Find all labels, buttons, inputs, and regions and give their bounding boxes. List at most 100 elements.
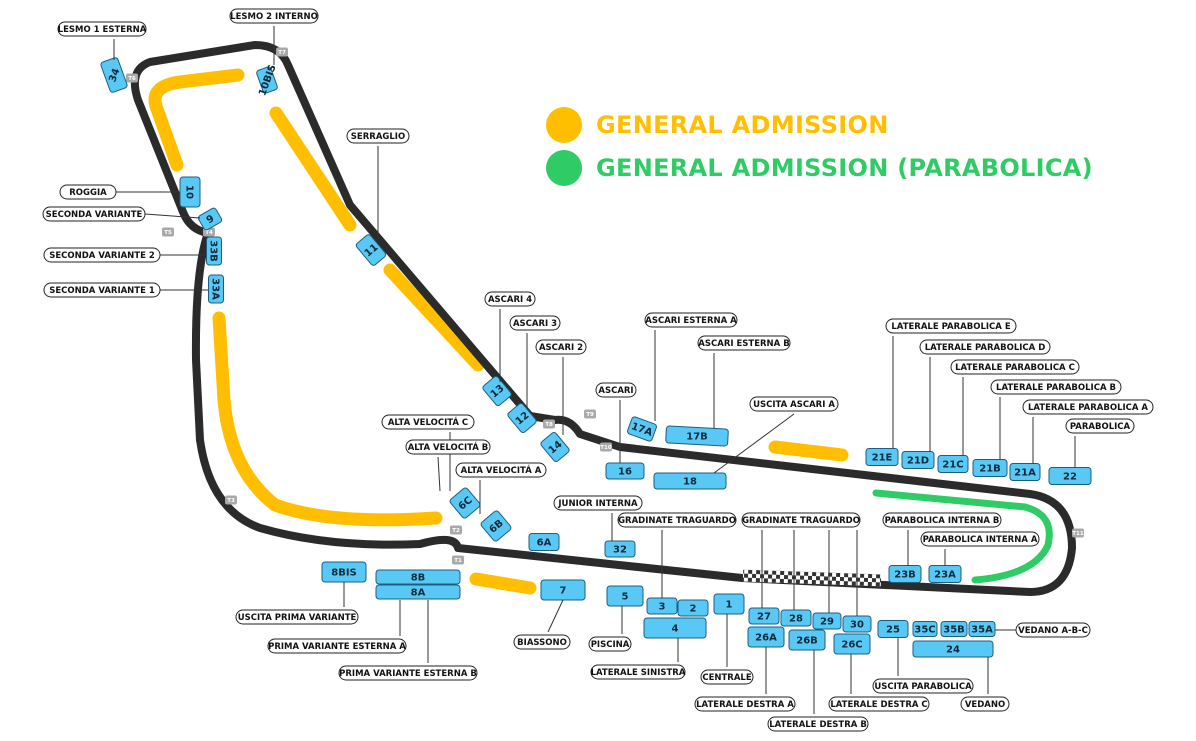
stand-35c-block[interactable] [912,621,938,637]
stand-21a-block[interactable] [1009,463,1041,481]
stand-8b-number: 8B [411,573,426,584]
stand-16-block[interactable] [605,462,645,480]
stand-32-block[interactable] [604,540,636,558]
stand-10bis[interactable]: 10BIS [256,63,279,97]
stand-6c-block[interactable] [449,487,481,520]
stand-28-number: 28 [789,614,803,625]
turn-marker-t6: T6 [126,73,138,83]
stand-27[interactable]: 27 [748,607,780,625]
stand-6c[interactable]: 6C [449,487,481,520]
stand-9-block[interactable] [197,207,223,231]
stand-17a[interactable]: 17A [627,416,658,442]
stand-21d-block[interactable] [901,451,935,469]
stand-18-block[interactable] [653,472,727,490]
stand-18[interactable]: 18 [653,472,727,490]
stand-33b-block[interactable] [206,236,222,266]
stand-4-block[interactable] [643,617,707,639]
stand-2-block[interactable] [677,599,709,617]
label-alta-velocit-b: ALTA VELOCITÁ B [405,439,491,492]
stand-23b[interactable]: 23B [888,565,922,583]
stand-32[interactable]: 32 [604,540,636,558]
stand-29[interactable]: 29 [812,612,842,630]
stand-12[interactable]: 12 [507,402,538,433]
stand-23a[interactable]: 23A [928,565,962,583]
stand-10bis-block[interactable] [256,66,278,94]
stand-4-number: 4 [672,624,679,635]
stand-35a-number: 35A [971,625,993,636]
stand-30[interactable]: 30 [842,615,872,633]
stand-6b[interactable]: 6B [480,510,512,543]
stand-7[interactable]: 7 [540,579,586,601]
stand-28-block[interactable] [780,609,812,627]
stand-21b-block[interactable] [972,459,1008,477]
stand-21c-block[interactable] [937,455,969,473]
stand-5[interactable]: 5 [606,585,644,607]
stand-27-block[interactable] [748,607,780,625]
stand-26c[interactable]: 26C [833,633,871,655]
stand-21b[interactable]: 21B [972,459,1008,477]
stand-14-block[interactable] [540,431,571,462]
label-text: LATERALE DESTRA B [769,720,867,730]
stand-21e-block[interactable] [865,448,899,466]
stand-12-block[interactable] [507,402,538,433]
stand-33a[interactable]: 33A [208,274,224,304]
stand-23b-block[interactable] [888,565,922,583]
stand-21c[interactable]: 21C [937,455,969,473]
label-junior-interna: JUNIOR INTERNA [553,495,643,541]
svg-text:T1: T1 [454,558,462,564]
stand-26b[interactable]: 26B [788,629,826,651]
stand-13[interactable]: 13 [482,375,513,406]
stand-11[interactable]: 11 [355,233,387,266]
stand-35a-block[interactable] [968,621,996,637]
stand-17b-block[interactable] [665,425,729,447]
stand-25-block[interactable] [877,620,909,638]
stand-21d[interactable]: 21D [901,451,935,469]
stand-11-block[interactable] [355,233,387,266]
label-seconda-variante-1: SECONDA VARIANTE 1 [43,282,208,298]
stand-35c[interactable]: 35C [912,621,938,637]
stand-10[interactable]: 10 [179,176,201,208]
stand-6a[interactable]: 6A [528,533,560,551]
stand-8b-block[interactable] [375,569,461,585]
stand-22[interactable]: 22 [1048,467,1092,485]
stand-8a-block[interactable] [375,584,461,600]
stand-16[interactable]: 16 [605,462,645,480]
stand-26a[interactable]: 26A [747,626,785,648]
stand-22-number: 22 [1063,472,1077,483]
stand-26c-block[interactable] [833,633,871,655]
stand-35b[interactable]: 35B [940,621,968,637]
stand-4[interactable]: 4 [643,617,707,639]
stand-1-block[interactable] [713,593,745,615]
stand-33a-block[interactable] [208,274,224,304]
stand-8bis[interactable]: 8BIS [321,561,367,583]
stand-21a[interactable]: 21A [1009,463,1041,481]
stand-26b-block[interactable] [788,629,826,651]
stand-5-block[interactable] [606,585,644,607]
stand-34-block[interactable] [100,57,128,93]
stand-8a[interactable]: 8A [375,584,461,600]
stand-24-block[interactable] [912,640,994,658]
stand-21e[interactable]: 21E [865,448,899,466]
stand-34[interactable]: 34 [100,57,128,93]
stand-13-block[interactable] [482,375,513,406]
stand-25[interactable]: 25 [877,620,909,638]
stand-33b[interactable]: 33B [206,236,222,266]
stand-3[interactable]: 3 [646,597,678,615]
stand-22-block[interactable] [1048,467,1092,485]
stand-6a-block[interactable] [528,533,560,551]
stand-24[interactable]: 24 [912,640,994,658]
stand-17a-block[interactable] [627,416,658,442]
stand-17b[interactable]: 17B [665,425,729,447]
stand-35b-block[interactable] [940,621,968,637]
stand-2[interactable]: 2 [677,599,709,617]
stand-6b-block[interactable] [480,510,512,543]
stand-14[interactable]: 14 [540,431,571,462]
stand-1[interactable]: 1 [713,593,745,615]
stand-35a[interactable]: 35A [968,621,996,637]
stand-9[interactable]: 9 [197,207,223,231]
svg-text:T2: T2 [452,528,460,534]
stand-8b[interactable]: 8B [375,569,461,585]
stand-29-block[interactable] [812,612,842,630]
stand-28[interactable]: 28 [780,609,812,627]
label-gradinate-traguardo: GRADINATE TRAGUARDO [617,512,737,598]
